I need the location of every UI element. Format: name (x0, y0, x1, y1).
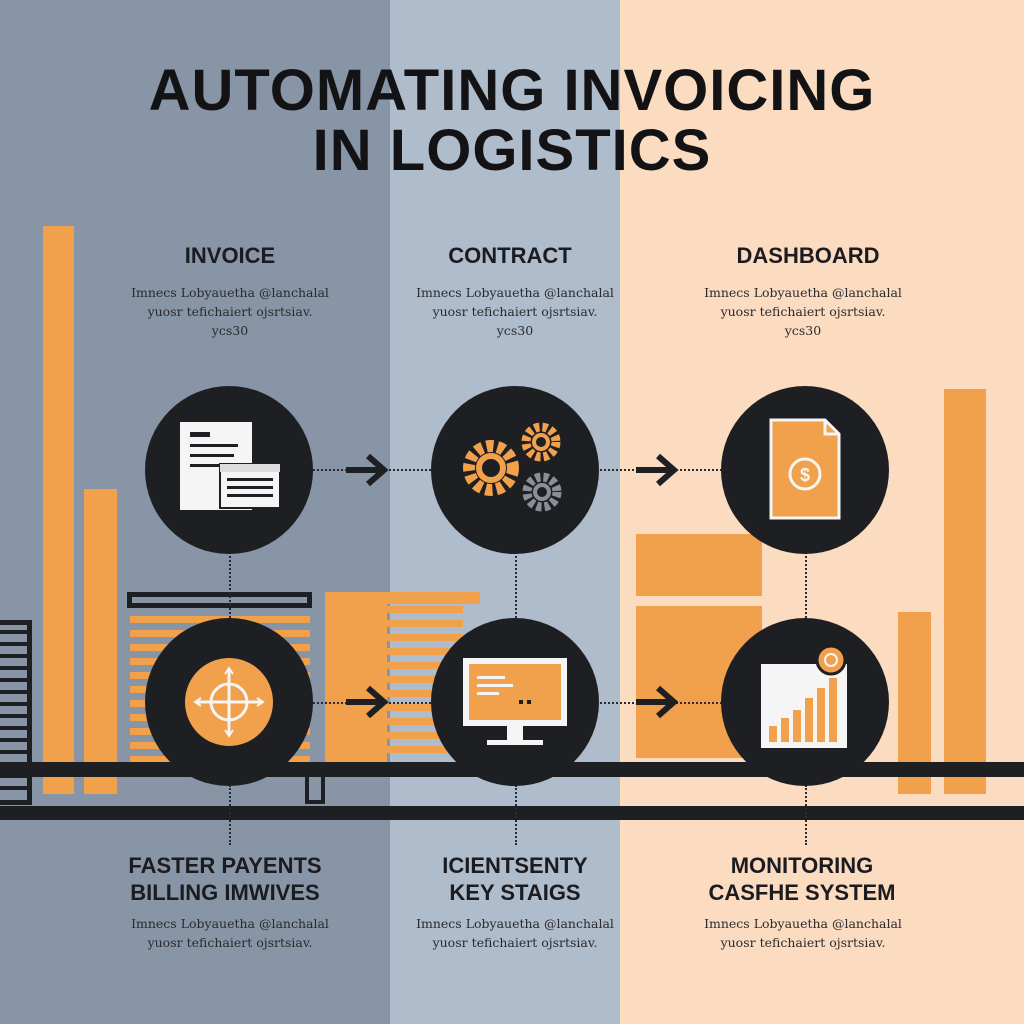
step-description: Imnecs Lobyauetha @lanchalal yuosr tefic… (110, 914, 350, 952)
decor-bar (325, 604, 387, 764)
connector-line (229, 545, 231, 625)
desc-line: yuosr tefichaiert ojsrtsiav. (147, 304, 313, 319)
caption-line: CASFHE SYSTEM (708, 880, 896, 905)
dashboard-step: $ (721, 386, 889, 554)
desc-line: ycs30 (211, 323, 249, 338)
document-icon (180, 422, 281, 510)
contract-step (431, 386, 599, 554)
crosshair-icon (185, 658, 273, 746)
step-description: Imnecs Lobyauetha @lanchalal yuosr tefic… (683, 914, 923, 952)
connector-line (515, 545, 517, 625)
step-caption: ICIENTSENTY KEY STAIGS (385, 852, 645, 906)
desc-line: Imnecs Lobyauetha @lanchalal (131, 285, 329, 300)
caption-line: KEY STAIGS (449, 880, 581, 905)
arrow-right-icon (346, 685, 389, 719)
monitor-icon (463, 658, 567, 745)
payments-step (145, 618, 313, 786)
caption-line: ICIENTSENTY (442, 853, 588, 878)
column-description: Imnecs Lobyauetha @lanchalal yuosr tefic… (395, 283, 635, 340)
connector-line (805, 545, 807, 625)
desc-line: Imnecs Lobyauetha @lanchalal (416, 285, 614, 300)
page-title: AUTOMATING INVOICING (148, 58, 876, 123)
desc-line: yuosr tefichaiert ojsrtsiav. (432, 304, 598, 319)
connector-line (805, 785, 807, 845)
desc-line: ycs30 (496, 323, 534, 338)
decor-outline-box (127, 592, 312, 608)
desc-line: Imnecs Lobyauetha @lanchalal (131, 916, 329, 931)
bar-chart-icon (761, 644, 847, 748)
desc-line: ycs30 (784, 323, 822, 338)
connector-line (229, 785, 231, 845)
desc-line: yuosr tefichaiert ojsrtsiav. (147, 935, 313, 950)
desc-line: Imnecs Lobyauetha @lanchalal (416, 916, 614, 931)
desc-line: yuosr tefichaiert ojsrtsiav. (432, 935, 598, 950)
decor-stripes (84, 610, 117, 780)
connector-line (515, 785, 517, 845)
svg-text:$: $ (800, 465, 810, 485)
decor-bar (325, 592, 480, 604)
page-title: IN LOGISTICS (312, 118, 712, 183)
step-caption: FASTER PAYENTS BILLING IMWIVES (95, 852, 355, 906)
column-heading: INVOICE (184, 243, 276, 268)
decor-bar (43, 226, 74, 794)
column-heading: DASHBOARD (736, 243, 880, 268)
desc-line: yuosr tefichaiert ojsrtsiav. (720, 935, 886, 950)
column-description: Imnecs Lobyauetha @lanchalal yuosr tefic… (110, 283, 350, 340)
step-description: Imnecs Lobyauetha @lanchalal yuosr tefic… (395, 914, 635, 952)
desc-line: Imnecs Lobyauetha @lanchalal (704, 916, 902, 931)
dollar-file-icon: $ (769, 418, 841, 520)
column-description: Imnecs Lobyauetha @lanchalal yuosr tefic… (683, 283, 923, 340)
key-stages-step (431, 618, 599, 786)
monitoring-step (721, 618, 889, 786)
desc-line: Imnecs Lobyauetha @lanchalal (704, 285, 902, 300)
timeline-rail (0, 806, 1024, 820)
gears-icon (463, 422, 562, 512)
desc-line: yuosr tefichaiert ojsrtsiav. (720, 304, 886, 319)
caption-line: MONITORING (730, 853, 874, 878)
arrow-right-icon (636, 685, 679, 719)
column-heading: CONTRACT (448, 243, 572, 268)
decor-bar (636, 534, 762, 596)
arrow-right-icon (636, 453, 679, 487)
step-caption: MONITORING CASFHE SYSTEM (672, 852, 932, 906)
caption-line: BILLING IMWIVES (130, 880, 320, 905)
arrow-right-icon (346, 453, 389, 487)
decor-bar (944, 389, 986, 794)
invoice-step (145, 386, 313, 554)
caption-line: FASTER PAYENTS (128, 853, 322, 878)
